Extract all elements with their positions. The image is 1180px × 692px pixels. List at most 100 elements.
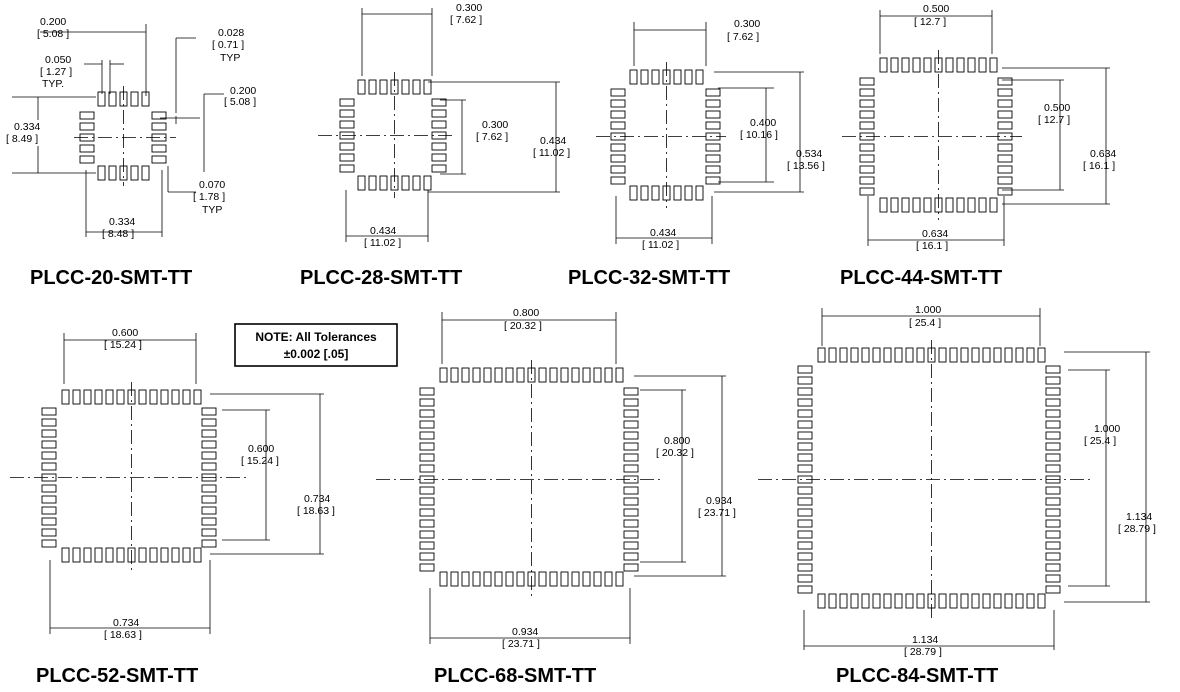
pad-top <box>872 347 881 363</box>
pad-left <box>339 142 355 151</box>
pad-bottom <box>108 165 117 181</box>
dim-plcc32-side-in: 0.400 <box>750 117 776 129</box>
pad-left <box>41 407 57 416</box>
pad-bottom <box>450 571 459 587</box>
pad-top <box>651 69 660 85</box>
pad-bottom <box>993 593 1002 609</box>
pad-left <box>610 110 626 119</box>
pad-top <box>1004 347 1013 363</box>
pad-right <box>623 409 639 418</box>
dim-plcc28-height-mm: [ 11.02 ] <box>533 147 570 159</box>
pad-bottom <box>640 185 649 201</box>
pad-right <box>201 506 217 515</box>
pad-bottom <box>905 593 914 609</box>
pad-bottom <box>97 165 106 181</box>
title-plcc-84: PLCC-84-SMT-TT <box>836 665 998 687</box>
pad-bottom <box>629 185 638 201</box>
pad-bottom <box>571 571 580 587</box>
pad-left <box>419 442 435 451</box>
pad-bottom <box>1004 593 1013 609</box>
pad-right <box>997 121 1013 130</box>
dimensions-plcc-28: 0.300 [ 7.62 ] 0.300 [ 7.62 ] 0.434 [ 11… <box>345 2 570 249</box>
dim-plcc52-side-mm: [ 15.24 ] <box>241 455 279 467</box>
pad-left <box>797 453 813 462</box>
dim-plcc68-side-in: 0.800 <box>664 435 690 447</box>
pad-right <box>1045 530 1061 539</box>
pad-top <box>604 367 613 383</box>
pad-bottom <box>116 547 125 563</box>
pad-left <box>797 398 813 407</box>
footprint-plcc-28 <box>318 72 456 198</box>
dim-plcc32-width-mm: [ 11.02 ] <box>642 239 679 251</box>
pad-bottom <box>684 185 693 201</box>
pad-top <box>472 367 481 383</box>
pad-bottom <box>412 175 421 191</box>
pad-right <box>623 541 639 550</box>
dim-plcc52-top-mm: [ 15.24 ] <box>104 339 142 351</box>
pad-top <box>160 389 169 405</box>
pad-bottom <box>890 197 899 213</box>
pad-right <box>997 143 1013 152</box>
pad-left <box>41 495 57 504</box>
pad-right <box>623 530 639 539</box>
dimensions-plcc-52: 0.600 [ 15.24 ] 0.600 [ 15.24 ] 0.734 [ … <box>49 327 335 641</box>
pad-right <box>705 143 721 152</box>
pad-right <box>997 176 1013 185</box>
pad-right <box>623 398 639 407</box>
pad-left <box>859 187 875 196</box>
pad-bottom <box>138 547 147 563</box>
pad-left <box>797 431 813 440</box>
dim-plcc20-pad-length-mm: [ 1.78 ] <box>193 191 225 203</box>
pad-left <box>797 365 813 374</box>
pad-bottom <box>945 197 954 213</box>
pad-top <box>141 91 150 107</box>
pad-left <box>859 154 875 163</box>
pad-top <box>412 79 421 95</box>
dimensions-plcc-84: 1.000 [ 25.4 ] 1.000 [ 25.4 ] 1.134 [ 28… <box>803 304 1156 658</box>
dim-plcc20-height-mm: [ 8.49 ] <box>6 133 38 145</box>
pad-bottom <box>193 547 202 563</box>
pad-bottom <box>673 185 682 201</box>
pad-left <box>610 88 626 97</box>
pad-right <box>997 77 1013 86</box>
pad-top <box>629 69 638 85</box>
pad-right <box>623 442 639 451</box>
pad-bottom <box>971 593 980 609</box>
footprint-plcc-32 <box>596 62 726 208</box>
dim-plcc20-pad-width-typ: TYP <box>220 52 240 64</box>
pad-left <box>419 387 435 396</box>
pad-bottom <box>560 571 569 587</box>
pad-bottom <box>505 571 514 587</box>
pad-left <box>419 530 435 539</box>
pad-left <box>79 155 95 164</box>
pad-left <box>610 154 626 163</box>
pad-left <box>797 530 813 539</box>
pad-right <box>1045 442 1061 451</box>
pad-top <box>923 57 932 73</box>
title-plcc-44: PLCC-44-SMT-TT <box>840 267 1002 289</box>
pad-bottom <box>1037 593 1046 609</box>
pad-bottom <box>1015 593 1024 609</box>
pad-right <box>623 563 639 572</box>
pad-left <box>797 585 813 594</box>
dim-plcc28-top-in: 0.300 <box>456 2 482 14</box>
pad-bottom <box>960 593 969 609</box>
pad-bottom <box>379 175 388 191</box>
pad-bottom <box>582 571 591 587</box>
pad-top <box>989 57 998 73</box>
pad-right <box>1045 563 1061 572</box>
pad-top <box>94 389 103 405</box>
pad-left <box>419 508 435 517</box>
pad-bottom <box>912 197 921 213</box>
pad-right <box>705 99 721 108</box>
note-line-1: NOTE: All Tolerances <box>255 330 377 344</box>
dim-plcc20-width-pitch-mm: [ 5.08 ] <box>37 28 69 40</box>
dim-plcc20-width-mm: [ 8.48 ] <box>102 228 134 240</box>
pad-bottom <box>401 175 410 191</box>
pad-bottom <box>879 197 888 213</box>
pad-right <box>997 99 1013 108</box>
dim-plcc68-width-in: 0.934 <box>512 626 538 638</box>
pad-right <box>431 120 447 129</box>
pad-right <box>431 109 447 118</box>
pad-left <box>797 387 813 396</box>
